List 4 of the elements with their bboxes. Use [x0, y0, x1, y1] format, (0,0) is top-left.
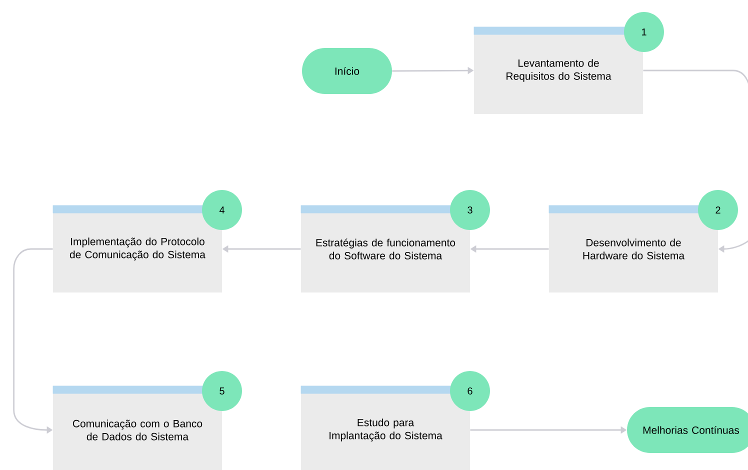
process-box: Levantamento de Requisitos do Sistema: [474, 26, 644, 114]
terminal-pill: Melhorias Contínuas: [627, 407, 748, 453]
arrow: [643, 70, 748, 253]
terminal-pill: Início: [302, 48, 392, 94]
